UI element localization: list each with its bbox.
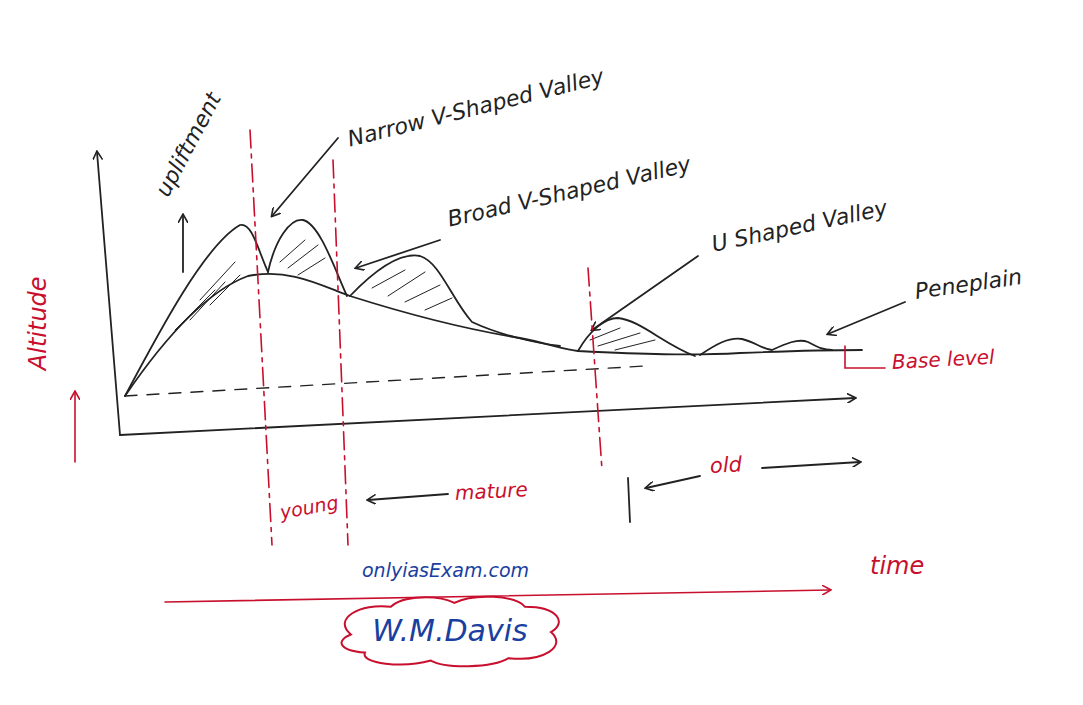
- leader-arrow: [356, 240, 440, 268]
- hatching: [175, 240, 655, 350]
- stage-divider: [588, 268, 602, 470]
- peak: [350, 255, 560, 346]
- leader-arrow: [828, 302, 905, 334]
- stage-arrow: [368, 494, 448, 500]
- leader-arrow: [592, 256, 698, 330]
- stage-arrow: [646, 476, 700, 488]
- peak: [125, 225, 268, 396]
- base-level-line: [125, 366, 645, 396]
- process-label: upliftment: [151, 89, 226, 201]
- name-cloud: W.M.Davis: [332, 591, 567, 670]
- axis-label: Altitude: [25, 276, 51, 370]
- uplift-arrow: [182, 215, 184, 272]
- u-valley-hill: [578, 318, 695, 356]
- axis-label: time: [870, 553, 924, 579]
- stage-label: old: [709, 454, 742, 479]
- base-level-bracket: [845, 346, 885, 368]
- time-axis: [120, 398, 855, 435]
- land-surface: [125, 274, 862, 396]
- stage-tick: [628, 478, 630, 522]
- valley-label: U Shaped Valley: [709, 196, 889, 257]
- valley-label: Narrow V-Shaped Valley: [345, 65, 606, 152]
- stage-divider: [250, 130, 272, 545]
- stage-label: mature: [454, 478, 528, 504]
- valley-label: Broad V-Shaped Valley: [445, 152, 693, 232]
- low-hills: [700, 339, 832, 355]
- stage-label: young: [278, 491, 340, 522]
- watermark: onlyiasExam.com: [362, 560, 529, 581]
- author-name: W.M.Davis: [372, 613, 567, 648]
- leader-arrow: [272, 138, 338, 216]
- altitude-arrow: [74, 392, 76, 462]
- altitude-axis: [97, 152, 120, 435]
- stage-arrow: [762, 462, 860, 468]
- landform-label: Peneplain: [913, 265, 1023, 304]
- stage-divider: [333, 160, 348, 545]
- base-level-label: Base level: [891, 346, 995, 373]
